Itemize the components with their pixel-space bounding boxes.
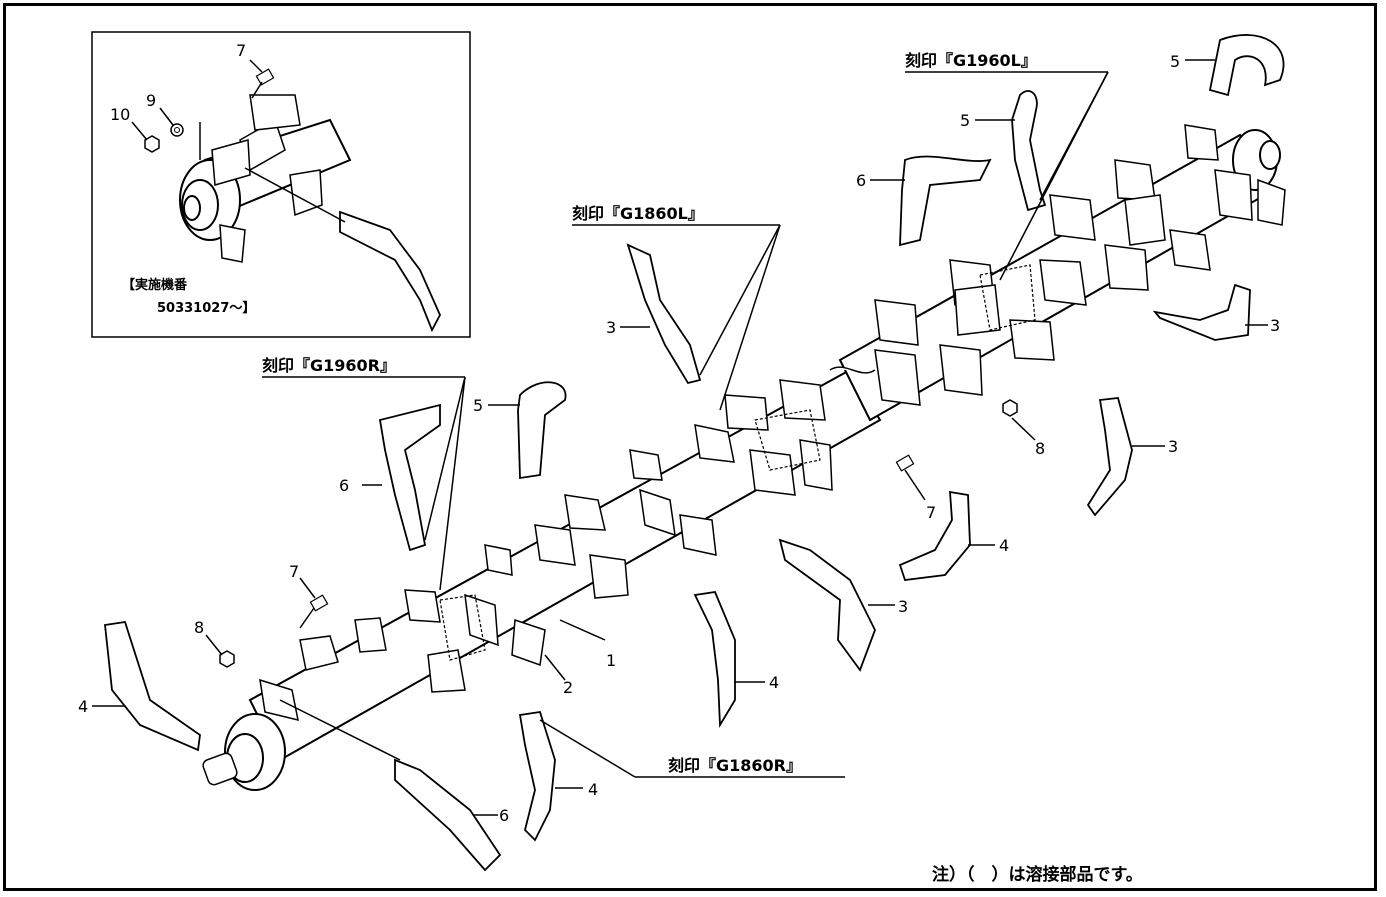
inset-blade	[339, 210, 442, 333]
tine-blades	[104, 34, 1285, 872]
shaft-assembly	[202, 124, 1286, 791]
callout-8: 8	[194, 618, 204, 637]
nut-8-right-icon	[1002, 399, 1018, 417]
callout-2: 2	[563, 678, 573, 697]
callout-8: 8	[1035, 439, 1045, 458]
callout-4: 4	[769, 673, 779, 692]
inset-bolt-icon	[251, 68, 275, 99]
stamp-g1860l: 刻印『G1860L』	[572, 204, 704, 223]
bolt-7-left-icon	[309, 594, 329, 612]
blade-5-top	[1208, 34, 1285, 97]
hardware	[219, 399, 1018, 668]
stamp-g1860r: 刻印『G1860R』	[668, 756, 802, 775]
inset-frame	[91, 31, 471, 338]
blade-5-right	[1011, 90, 1047, 212]
blade-4-middle	[693, 591, 736, 729]
blade-3-right-lower	[1086, 397, 1133, 517]
inset-detail: 7 9 10 【実施機番 50331027～】	[91, 31, 471, 338]
callout-6: 6	[339, 476, 349, 495]
blade-3-right	[1152, 283, 1251, 341]
callout-6: 6	[499, 806, 509, 825]
shaft-lower	[248, 368, 882, 762]
callout-5: 5	[473, 396, 483, 415]
callout-7: 7	[926, 503, 936, 522]
callout-4: 4	[999, 536, 1009, 555]
stamp-g1960l: 刻印『G1960L』	[905, 51, 1037, 70]
stamp-g1960r: 刻印『G1960R』	[262, 356, 396, 375]
inset-callout-7: 7	[236, 41, 246, 60]
callout-3: 3	[606, 318, 616, 337]
inset-serial-value: 50331027～】	[157, 300, 255, 316]
callout-5: 5	[960, 111, 970, 130]
callouts: 1 2 3 3 3 3 4 4 4 4 5 5 5 6 6 6 7 7 8 8	[78, 52, 1280, 825]
nut-8-left-icon	[219, 650, 235, 668]
callout-5: 5	[1170, 52, 1180, 71]
blade-4-left	[104, 620, 201, 752]
callout-7: 7	[289, 562, 299, 581]
blade-5-mid	[517, 381, 567, 480]
inset-shaft-end	[179, 94, 352, 263]
leader-lines	[92, 59, 1268, 816]
weld-parts-note: 注）（ ）は溶接部品です。	[932, 864, 1143, 885]
callout-6: 6	[856, 171, 866, 190]
inset-callout-10: 10	[110, 105, 130, 124]
callout-4: 4	[78, 697, 88, 716]
drawing-frame	[3, 3, 1377, 891]
blade-6-right	[899, 155, 992, 247]
callout-4: 4	[588, 780, 598, 799]
blade-6-upper	[378, 403, 441, 552]
blade-3-middle	[778, 538, 876, 672]
callout-3: 3	[1168, 437, 1178, 456]
inset-nut-icon	[144, 135, 160, 153]
callout-1: 1	[606, 651, 616, 670]
blade-6-bottom	[394, 758, 502, 872]
blade-4-right	[898, 490, 971, 581]
callout-3: 3	[898, 597, 908, 616]
blade-3-upper	[626, 243, 702, 385]
callout-3: 3	[1270, 316, 1280, 335]
blade-4-lower	[518, 710, 556, 842]
inset-serial-label: 【実施機番	[122, 277, 188, 293]
inset-callout-9: 9	[146, 91, 156, 110]
bolt-7-right-icon	[895, 454, 915, 472]
